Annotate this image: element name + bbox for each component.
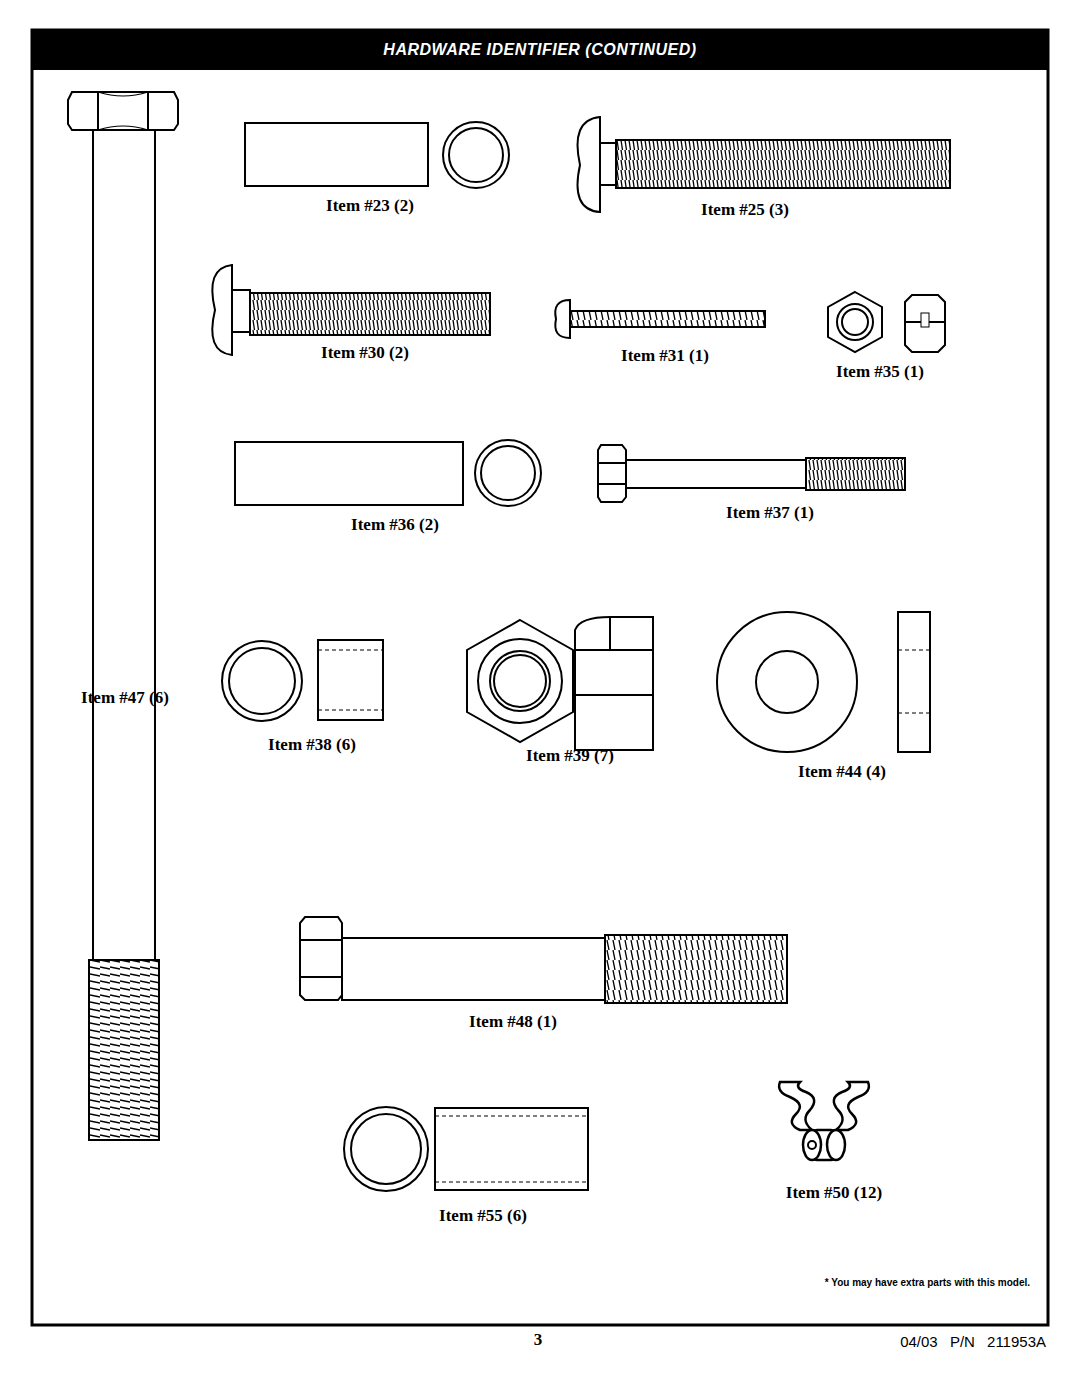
part-label: Item #50 (12) bbox=[786, 1183, 882, 1203]
part-label: Item #31 (1) bbox=[621, 346, 709, 366]
page-number: 3 bbox=[534, 1330, 543, 1350]
part-label: Item #47 (6) bbox=[81, 688, 169, 708]
part-label: Item #44 (4) bbox=[798, 762, 886, 782]
part-label: Item #55 (6) bbox=[439, 1206, 527, 1226]
part-label: Item #37 (1) bbox=[726, 503, 814, 523]
part-label: Item #35 (1) bbox=[836, 362, 924, 382]
section-heading: HARDWARE IDENTIFIER (CONTINUED) bbox=[32, 38, 1048, 62]
part-label: Item #36 (2) bbox=[351, 515, 439, 535]
part-label: Item #38 (6) bbox=[268, 735, 356, 755]
footnote: * You may have extra parts with this mod… bbox=[825, 1273, 1030, 1293]
part-label: Item #48 (1) bbox=[469, 1012, 557, 1032]
part-label: Item #39 (7) bbox=[526, 746, 614, 766]
part-number: 04/03 P/N 211953A bbox=[900, 1332, 1046, 1352]
part-label: Item #30 (2) bbox=[321, 343, 409, 363]
part-label: Item #25 (3) bbox=[701, 200, 789, 220]
part-label: Item #23 (2) bbox=[326, 196, 414, 216]
